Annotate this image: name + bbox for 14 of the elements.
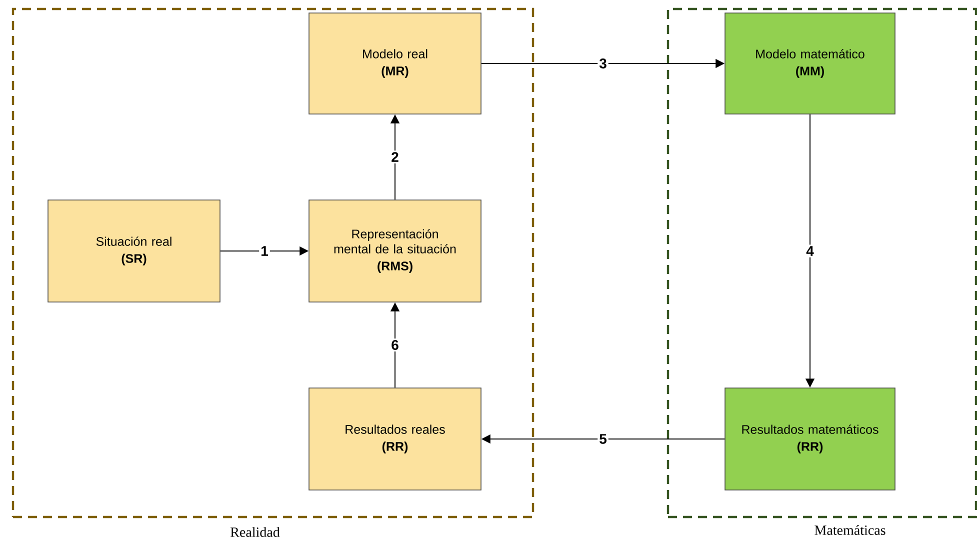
process-box: Resultados matemáticos (RR) <box>724 388 896 490</box>
process-box: Situación real (SR) <box>48 200 220 302</box>
process-box: Representación mental de la situación (RMS) <box>308 200 482 302</box>
edge-label: 1 <box>259 244 270 258</box>
edge-label: 3 <box>598 57 608 70</box>
edge-label: 2 <box>390 150 400 164</box>
process-box: Modelo real (MR) <box>308 12 482 114</box>
region-label: Realidad <box>230 527 280 537</box>
edge-label: 4 <box>804 244 816 258</box>
process-box: Resultados reales (RR) <box>308 388 482 490</box>
edge-label: 5 <box>598 432 608 446</box>
edge-label: 6 <box>390 338 400 352</box>
process-box: Modelo matemático (MM) <box>724 12 896 114</box>
region-label: Matemáticas <box>814 525 886 535</box>
